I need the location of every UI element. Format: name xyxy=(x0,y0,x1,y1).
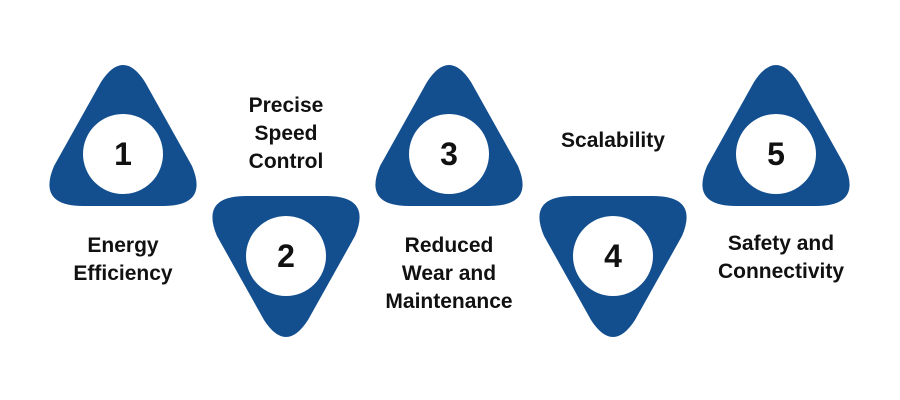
step-2-number: 2 xyxy=(246,216,326,296)
step-4-shape: 4 xyxy=(537,196,689,338)
step-3-shape: 3 xyxy=(373,64,525,206)
step-4-label: Scalability xyxy=(561,129,665,152)
step-5-number: 5 xyxy=(736,114,816,194)
step-1-shape: 1 xyxy=(47,64,199,206)
step-2-shape: 2 xyxy=(210,196,362,338)
step-3-number: 3 xyxy=(409,114,489,194)
step-4-number: 4 xyxy=(573,216,653,296)
step-3-label: Reduced Wear and Maintenance xyxy=(385,234,513,313)
step-5-shape: 5 xyxy=(700,64,852,206)
step-1-label: Energy Efficiency xyxy=(73,234,173,285)
step-2-label: Precise Speed Control xyxy=(248,94,324,173)
step-5-label: Safety and Connectivity xyxy=(717,232,845,283)
step-1-number: 1 xyxy=(83,114,163,194)
